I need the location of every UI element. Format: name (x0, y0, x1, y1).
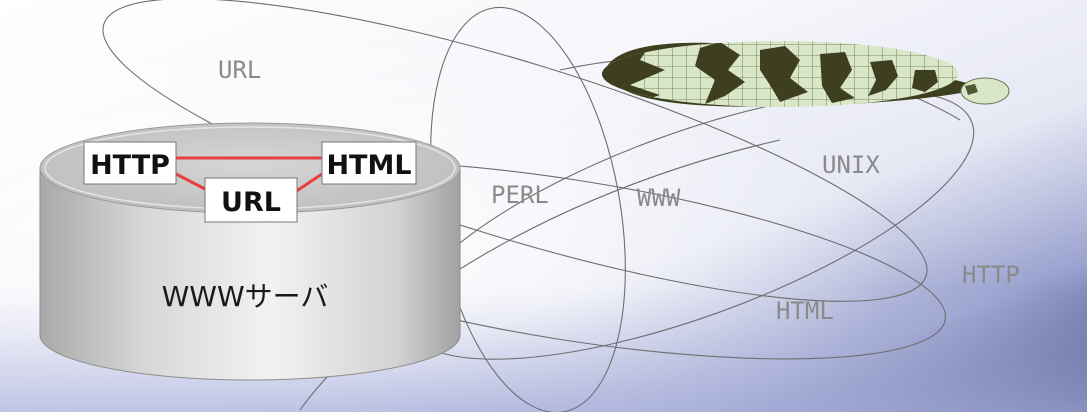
label-http-floating: HTTP (962, 261, 1020, 289)
globe-graphic (602, 41, 1010, 107)
box-html: HTML (321, 141, 417, 185)
box-url: URL (204, 177, 298, 223)
label-url-floating: URL (218, 56, 261, 84)
connector-http-url (175, 172, 208, 192)
connector-html-url (294, 172, 323, 194)
label-html-floating: HTML (776, 297, 834, 325)
protocol-connectors (175, 156, 323, 194)
box-http-label: HTTP (90, 150, 170, 181)
label-perl: PERL (491, 181, 549, 209)
label-unix: UNIX (822, 151, 880, 179)
box-url-label: URL (221, 187, 281, 218)
server-title: WWWサーバ (162, 280, 329, 313)
orbit-ellipse (102, 0, 928, 302)
box-html-label: HTML (326, 150, 411, 181)
label-www: WWW (637, 184, 681, 212)
box-http: HTTP (83, 141, 177, 185)
